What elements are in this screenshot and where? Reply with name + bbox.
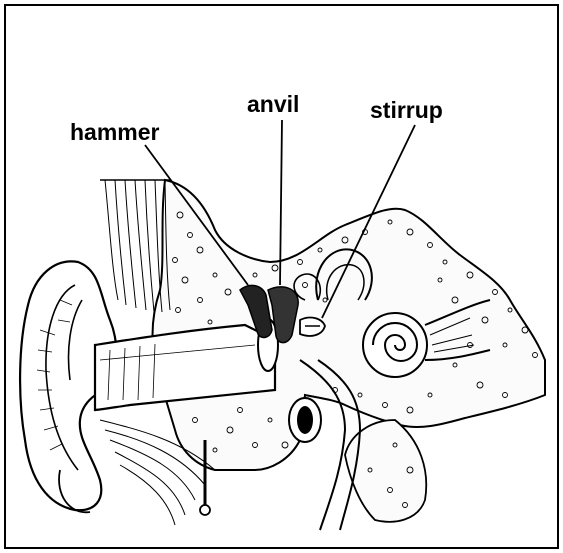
vessel-end (200, 505, 210, 515)
label-hammer: hammer (70, 119, 160, 145)
temporal-bone (153, 180, 546, 470)
lower-bone (345, 420, 426, 522)
label-anvil: anvil (247, 91, 299, 117)
cochlea (363, 313, 427, 377)
tube-opening-shadow (297, 406, 313, 434)
label-stirrup: stirrup (370, 97, 443, 123)
